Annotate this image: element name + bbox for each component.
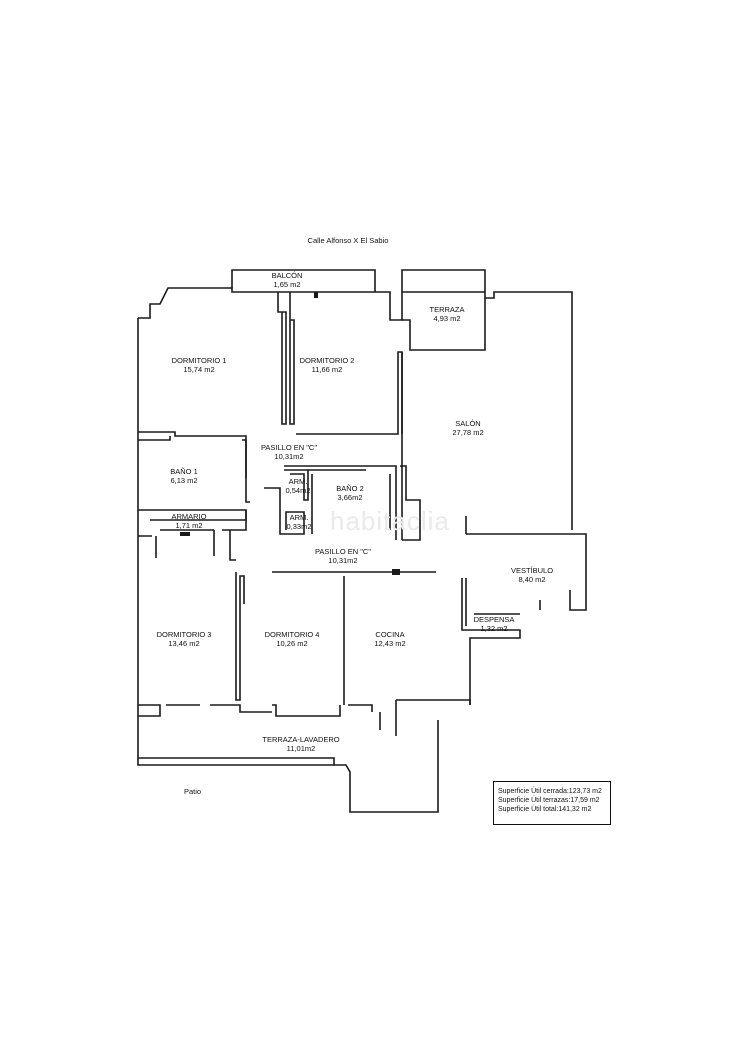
exterior-wall: [334, 720, 439, 813]
wall: [461, 578, 521, 705]
patio-label: Patio: [184, 787, 202, 796]
wall: [308, 469, 391, 534]
wall: [400, 465, 421, 541]
wall: [284, 465, 397, 540]
wall: [289, 292, 295, 425]
exterior-wall: [138, 287, 573, 530]
wall: [277, 292, 287, 425]
summary-closed-area: Superficie Útil cerrada:123,73 m2: [498, 788, 602, 795]
street-name: Calle Alfonso X El Sabio: [307, 236, 389, 245]
wall: [138, 436, 171, 441]
exterior-wall: [138, 704, 161, 717]
room-label-pasillo-1: PASILLO EN "C"10,31m2: [260, 443, 318, 461]
exterior-wall: [272, 704, 341, 717]
summary-terrace-area: Superficie Útil terrazas:17,59 m2: [498, 797, 600, 804]
wall: [242, 439, 250, 503]
door-jamb: [392, 569, 400, 575]
watermark: habitaclia: [330, 506, 450, 536]
wall: [235, 572, 245, 701]
door-jamb: [180, 532, 190, 536]
terrace-rail: [401, 269, 486, 292]
wall: [229, 530, 236, 561]
summary-total-area: Superficie Útil total:141,32 m2: [498, 806, 592, 813]
room-label-pasillo-2: PASILLO EN "C"10,31m2: [314, 547, 372, 565]
wall: [466, 533, 587, 611]
door-jamb: [314, 292, 318, 298]
terrace-wall: [402, 298, 486, 351]
room-label-arm-2: ARM.0,33m2: [286, 513, 312, 531]
exterior-wall: [396, 699, 471, 705]
balcony-rail: [231, 269, 376, 292]
exterior-wall: [348, 704, 373, 712]
exterior-wall: [166, 704, 272, 713]
wall: [264, 487, 305, 535]
room-label-arm-1: ARM.0,54m2: [285, 477, 311, 495]
wall: [155, 530, 215, 558]
area-summary-box: Superficie Útil cerrada:123,73 m2 Superf…: [493, 781, 611, 825]
wall: [284, 469, 309, 501]
